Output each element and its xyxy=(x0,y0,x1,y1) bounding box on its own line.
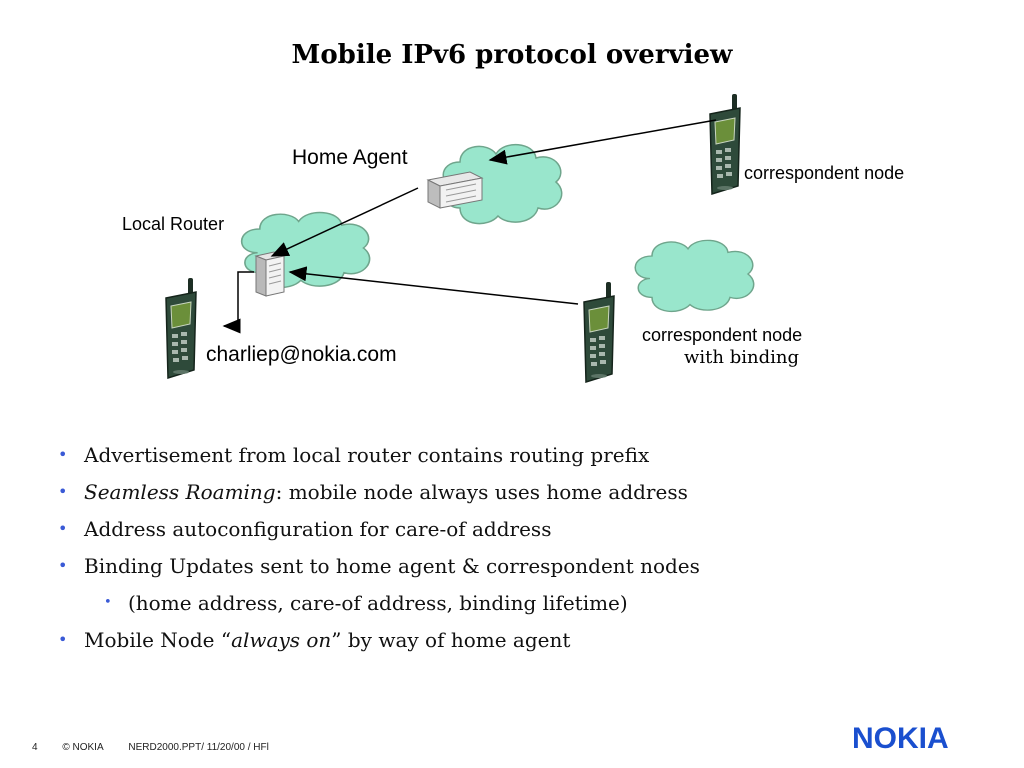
bullet-item: • Advertisement from local router contai… xyxy=(58,440,958,477)
local-router-label: Local Router xyxy=(122,214,225,234)
bullet-text: Binding Updates sent to home agent & cor… xyxy=(84,554,700,578)
nokia-logo: NOKIA xyxy=(852,722,949,755)
home-agent-server-icon xyxy=(426,171,484,209)
arrow-local-router-to-mobile-node xyxy=(222,271,254,334)
arrow-correspondent-to-home-agent xyxy=(488,119,717,165)
bullet-text: Advertisement from local router contains… xyxy=(84,443,650,467)
document-reference: NERD2000.PPT/ 11/20/00 / HFl xyxy=(128,742,269,753)
bullet-emphasis: always on xyxy=(231,628,332,652)
bullet-item: • Seamless Roaming: mobile node always u… xyxy=(58,477,958,514)
footer: 4 © NOKIA NERD2000.PPT/ 11/20/00 / HFl xyxy=(32,742,291,753)
slide-title: Mobile IPv6 protocol overview xyxy=(291,40,733,70)
bullet-emphasis: Seamless Roaming xyxy=(84,480,276,504)
arrow-binding-correspondent-to-local-router xyxy=(288,266,579,305)
network-diagram xyxy=(165,93,755,383)
bullet-item: • Address autoconfiguration for care-of … xyxy=(58,514,958,551)
bullet-text: (home address, care-of address, binding … xyxy=(128,591,628,615)
arrow-home-agent-to-local-router xyxy=(270,187,419,257)
bullet-text: ” by way of home agent xyxy=(331,628,571,652)
with-binding-label: with binding xyxy=(684,347,799,368)
bullet-marker: • xyxy=(58,482,68,501)
bullet-marker: • xyxy=(104,595,112,610)
bullet-text: : mobile node always uses home address xyxy=(275,480,688,504)
bullet-list: • Advertisement from local router contai… xyxy=(58,440,958,662)
bullet-marker: • xyxy=(58,519,68,538)
bullet-marker: • xyxy=(58,630,68,649)
bullet-marker: • xyxy=(58,556,68,575)
correspondent-node-label: correspondent node xyxy=(744,163,905,183)
mobile-node-phone-icon xyxy=(165,277,197,379)
copyright-text: © NOKIA xyxy=(62,742,104,753)
bullet-item: • Mobile Node “always on” by way of home… xyxy=(58,625,958,662)
bullet-text: Mobile Node “ xyxy=(84,628,232,652)
local-router-server-icon xyxy=(254,251,286,297)
sub-bullet-item: • (home address, care-of address, bindin… xyxy=(58,588,958,625)
mobile-node-address-label: charliep@nokia.com xyxy=(206,343,397,366)
bullet-item: • Binding Updates sent to home agent & c… xyxy=(58,551,958,588)
home-agent-label: Home Agent xyxy=(292,146,408,169)
correspondent-phone-binding-icon xyxy=(583,281,615,383)
correspondent-phone-top-icon xyxy=(709,93,741,195)
correspondent-network-cloud-icon xyxy=(634,239,755,313)
bullet-marker: • xyxy=(58,445,68,464)
correspondent-node-binding-label: correspondent node xyxy=(642,325,803,345)
bullet-text: Address autoconfiguration for care-of ad… xyxy=(84,517,552,541)
page-number: 4 xyxy=(32,742,38,753)
